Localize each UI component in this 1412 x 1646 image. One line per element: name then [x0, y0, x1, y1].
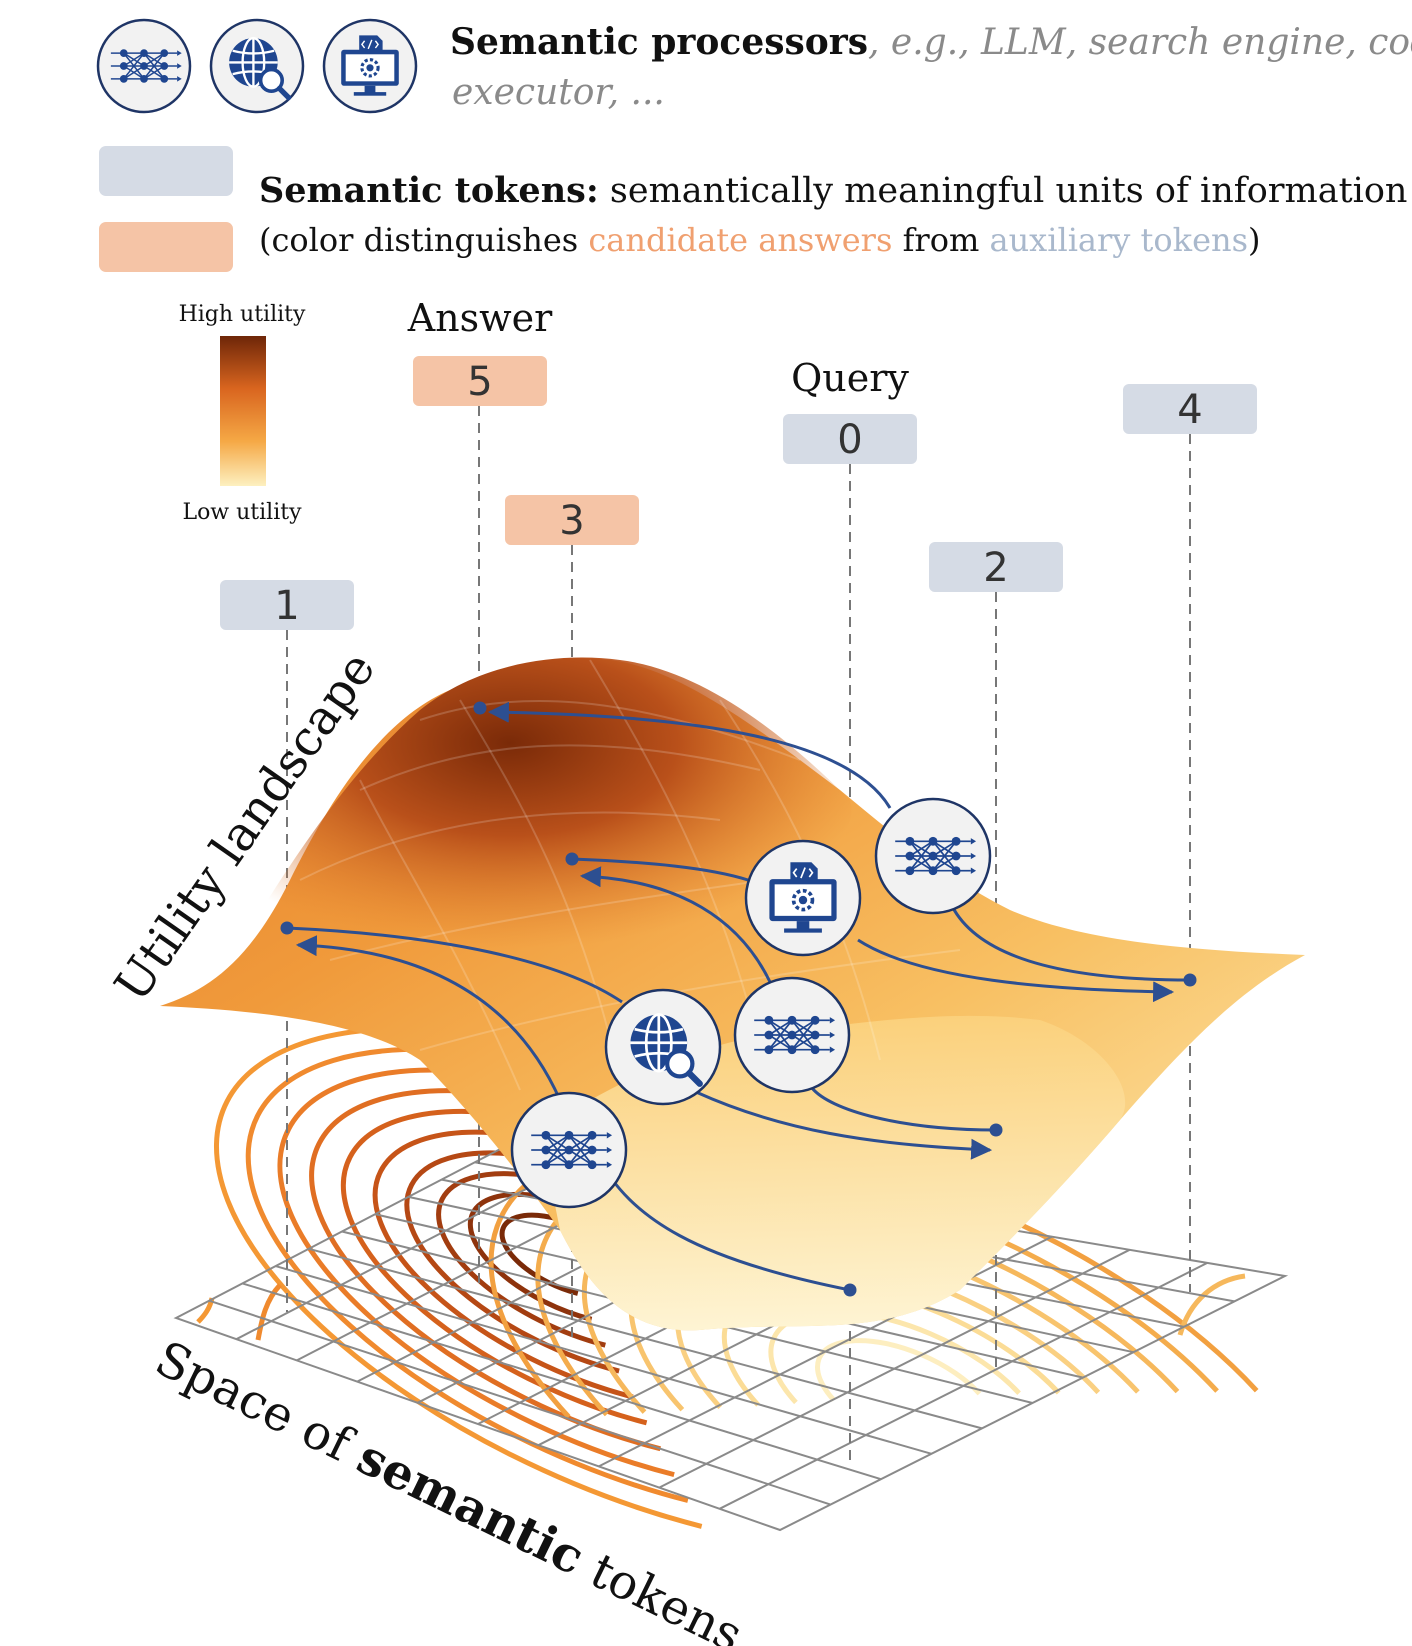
point-token-3 — [565, 852, 579, 866]
token-4-label: 4 — [1177, 387, 1202, 433]
legend-llm-processor — [96, 18, 192, 114]
processor-code — [744, 839, 862, 957]
token-5-label: 5 — [467, 359, 492, 405]
processor-nodes — [510, 797, 992, 1209]
utility-surface — [160, 657, 1305, 1331]
token-0-label: 0 — [837, 417, 862, 463]
utility-colorbar — [220, 336, 266, 486]
contour-edge — [255, 1283, 282, 1341]
path-search-to-token-2 — [695, 1090, 993, 1160]
path-token-3-to-code — [571, 857, 749, 882]
path-token-1-to-search — [286, 926, 623, 1004]
token-3-label: 3 — [559, 498, 584, 544]
surface-peak — [230, 657, 852, 1000]
point-token-5 — [473, 701, 487, 715]
token-0: 0 — [783, 414, 917, 464]
token-2: 2 — [929, 542, 1063, 592]
processor-llm-top — [874, 797, 992, 915]
processors-legend-line1: Semantic processors, e.g., LLM, search e… — [450, 21, 1412, 63]
path-endpoints — [280, 701, 1197, 1297]
tokens-legend-line1: Semantic tokens: semantically meaningful… — [259, 170, 1407, 211]
point-token-0 — [843, 1283, 857, 1297]
token-3: 3 — [505, 495, 639, 545]
legend-processor-icons — [96, 18, 418, 114]
contour-valley — [815, 1338, 982, 1402]
path-code-to-token-4 — [857, 938, 1175, 1003]
token-1-label: 1 — [274, 583, 299, 629]
legend-search-processor — [209, 18, 305, 114]
path-llm-to-answer — [487, 701, 892, 809]
answer-label: Answer — [407, 296, 553, 340]
processors-legend-line2: executor, ... — [452, 72, 665, 113]
processor-llm-middle — [733, 976, 851, 1094]
point-token-2 — [989, 1123, 1003, 1137]
legend-code-processor — [322, 18, 418, 114]
contour-edge — [1177, 1273, 1246, 1336]
base-grid-line — [719, 1262, 1208, 1510]
point-token-4 — [1183, 973, 1197, 987]
colorbar-low-label: Low utility — [182, 500, 302, 525]
colorbar-high-label: High utility — [179, 302, 306, 327]
path-llm-to-token-3 — [579, 866, 772, 983]
processor-search — [604, 988, 722, 1106]
legend-candidate-token-swatch — [99, 222, 233, 272]
base-grid-border — [173, 1143, 1289, 1532]
point-token-1 — [280, 921, 294, 935]
token-4: 4 — [1123, 384, 1257, 434]
query-label: Query — [791, 356, 909, 400]
token-1: 1 — [220, 580, 354, 630]
token-2-label: 2 — [983, 545, 1008, 591]
token-5: 5 — [413, 356, 547, 406]
legend-auxiliary-token-swatch — [99, 146, 233, 196]
path-llm-to-token-1 — [295, 935, 562, 1101]
tokens-legend-line2: (color distinguishes candidate answers f… — [259, 221, 1261, 259]
token-boxes: 5 3 0 4 2 1 — [220, 356, 1257, 630]
processor-llm-bottom — [510, 1091, 628, 1209]
path-token-4-to-llm — [950, 905, 1191, 982]
path-token-2-to-llm — [810, 1087, 997, 1132]
base-grid-line — [598, 1235, 1053, 1468]
base-grid-line — [658, 1248, 1131, 1489]
